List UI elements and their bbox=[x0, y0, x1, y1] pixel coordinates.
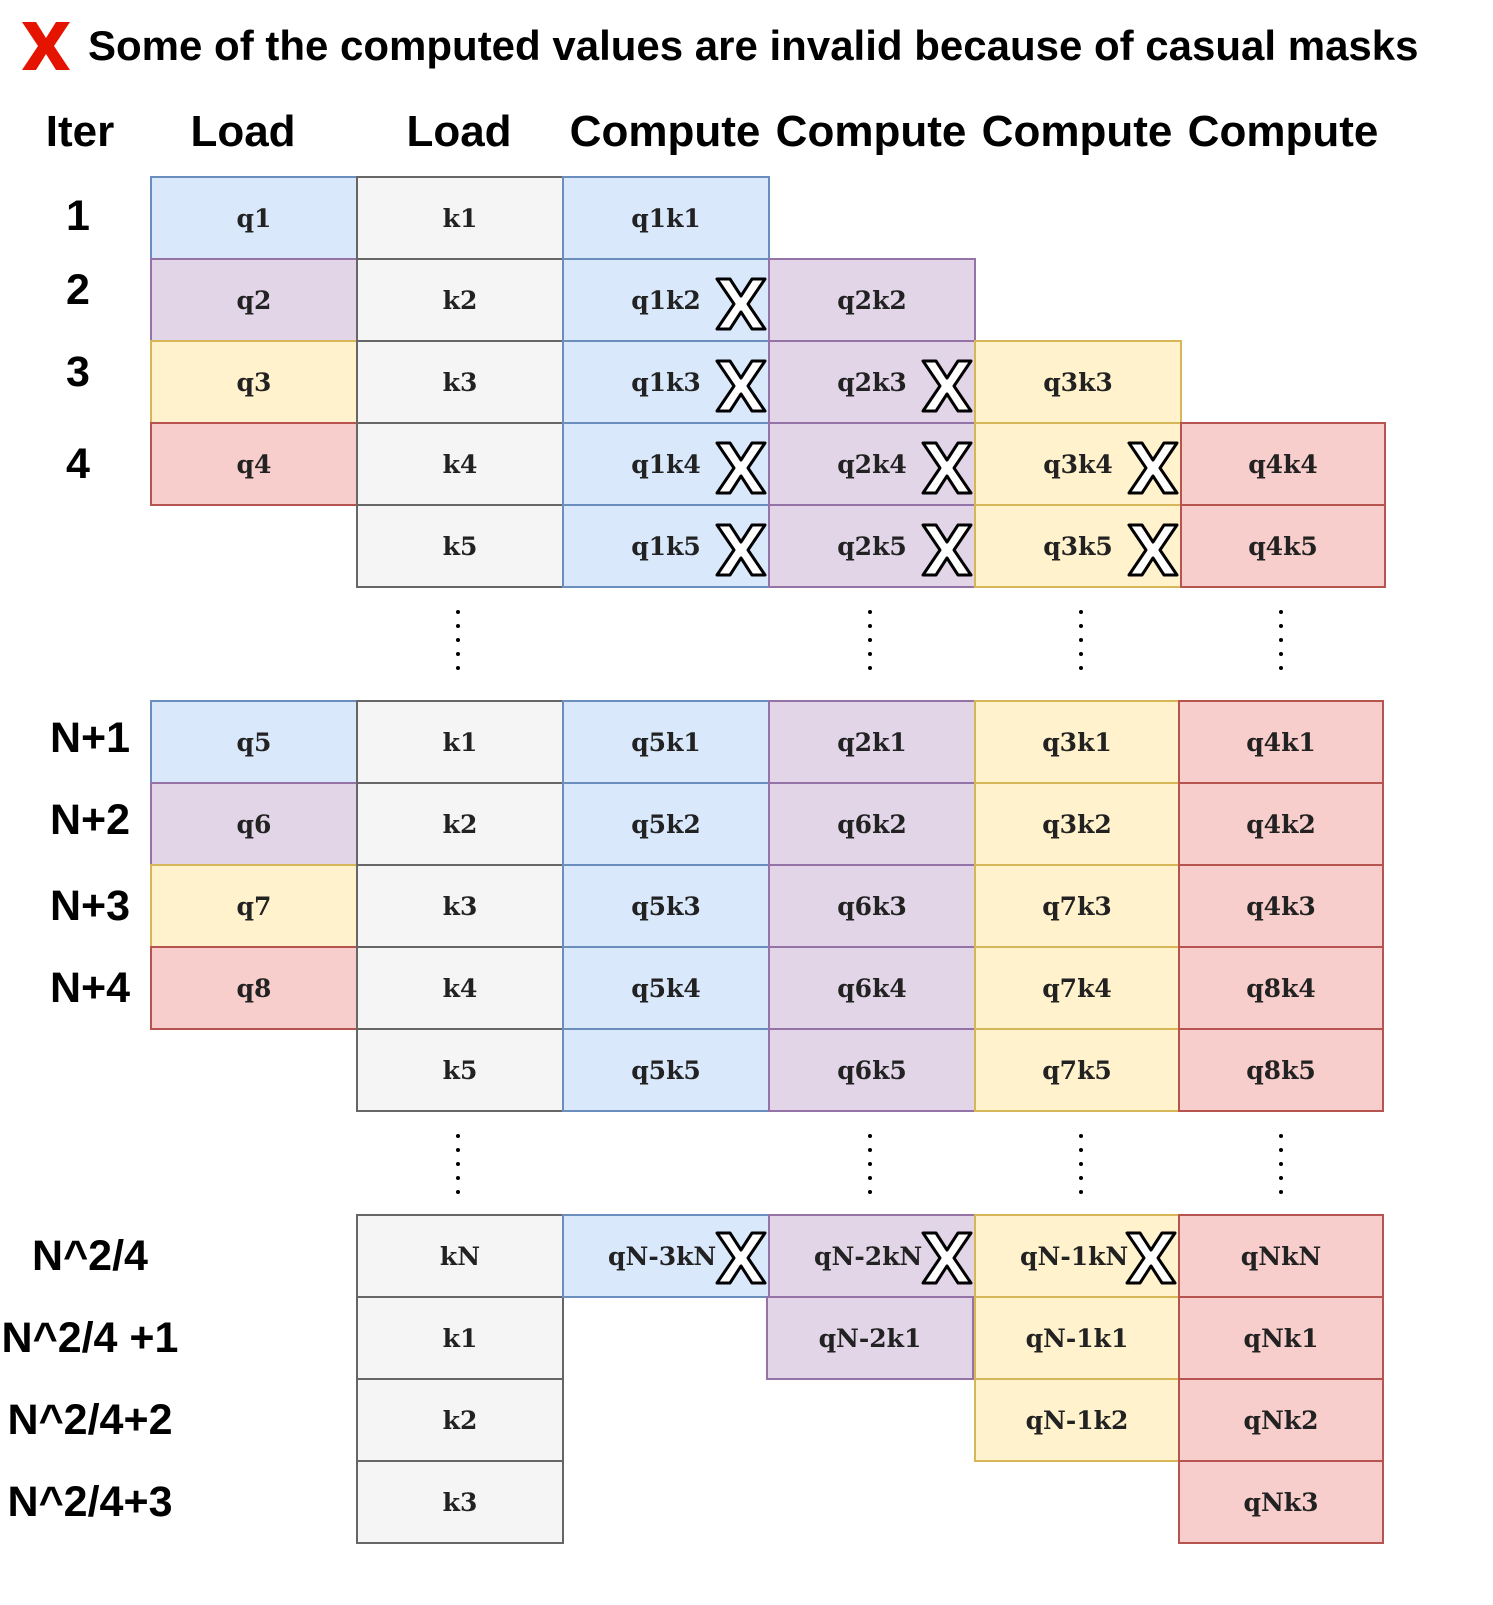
legend: Some of the computed values are invalid … bbox=[18, 18, 1419, 74]
iter-label: 2 bbox=[66, 266, 90, 314]
compute-cell: q5k3 bbox=[562, 864, 770, 948]
k-cell: k2 bbox=[356, 782, 564, 866]
iter-label: 1 bbox=[66, 192, 90, 240]
iter-label: N^2/4 bbox=[32, 1232, 148, 1280]
compute-cell: q6k3 bbox=[768, 864, 976, 948]
compute-cell: q3k1 bbox=[974, 700, 1180, 784]
compute-cell: qNkN bbox=[1178, 1214, 1384, 1298]
ellipsis-dots bbox=[1078, 1134, 1084, 1204]
k-cell: k2 bbox=[356, 258, 564, 342]
ellipsis-dots bbox=[1278, 610, 1284, 680]
q-cell: q2 bbox=[150, 258, 358, 342]
compute-cell: q6k2 bbox=[768, 782, 976, 866]
ellipsis-dots bbox=[455, 610, 461, 680]
invalid-x-icon bbox=[715, 523, 767, 577]
q-cell: q3 bbox=[150, 340, 358, 424]
compute-cell: q2k3 bbox=[768, 340, 976, 424]
compute-cell: qNk2 bbox=[1178, 1378, 1384, 1462]
q-cell: q1 bbox=[150, 176, 358, 260]
invalid-x-icon bbox=[715, 1231, 767, 1285]
compute-cell: q2k2 bbox=[768, 258, 976, 342]
compute-cell: qN-2k1 bbox=[766, 1296, 974, 1380]
k-cell: kN bbox=[356, 1214, 564, 1298]
compute-cell: q1k4 bbox=[562, 422, 770, 506]
k-cell: k4 bbox=[356, 422, 564, 506]
compute-cell: q6k5 bbox=[768, 1028, 976, 1112]
compute-cell: qN-1k2 bbox=[974, 1378, 1180, 1462]
compute-cell: q2k1 bbox=[768, 700, 976, 784]
compute-cell: q5k5 bbox=[562, 1028, 770, 1112]
k-cell: k4 bbox=[356, 946, 564, 1030]
k-cell: k2 bbox=[356, 1378, 564, 1462]
iter-label: N+2 bbox=[49, 796, 131, 844]
invalid-x-icon bbox=[1127, 523, 1179, 577]
ellipsis-dots bbox=[1278, 1134, 1284, 1204]
compute-cell: qNk3 bbox=[1178, 1460, 1384, 1544]
header-load-q: Load bbox=[190, 107, 296, 156]
invalid-x-icon bbox=[715, 277, 767, 331]
compute-cell: q3k2 bbox=[974, 782, 1180, 866]
invalid-x-icon bbox=[1125, 1231, 1177, 1285]
k-cell: k3 bbox=[356, 1460, 564, 1544]
header-compute-2: Compute bbox=[775, 107, 967, 156]
iter-label: N+3 bbox=[49, 882, 131, 930]
header-load-k: Load bbox=[406, 107, 512, 156]
iter-label: N^2/4+3 bbox=[7, 1478, 173, 1526]
q-cell: q7 bbox=[150, 864, 358, 948]
iter-label: N+4 bbox=[49, 964, 131, 1012]
header-iter: Iter bbox=[45, 107, 115, 156]
compute-cell: q8k5 bbox=[1178, 1028, 1384, 1112]
compute-cell: q4k4 bbox=[1180, 422, 1386, 506]
ellipsis-dots bbox=[867, 1134, 873, 1204]
q-cell: q5 bbox=[150, 700, 358, 784]
ellipsis-dots bbox=[867, 610, 873, 680]
invalid-x-icon bbox=[921, 441, 973, 495]
invalid-x-icon bbox=[921, 1231, 973, 1285]
header-compute-1: Compute bbox=[569, 107, 761, 156]
compute-cell: q8k4 bbox=[1178, 946, 1384, 1030]
compute-cell: q4k5 bbox=[1180, 504, 1386, 588]
iter-label: 3 bbox=[66, 348, 90, 396]
k-cell: k1 bbox=[356, 176, 564, 260]
invalid-x-icon bbox=[921, 359, 973, 413]
compute-cell: qN-1k1 bbox=[974, 1296, 1180, 1380]
iter-label: N^2/4 +1 bbox=[1, 1314, 179, 1362]
compute-cell: q4k2 bbox=[1178, 782, 1384, 866]
iter-label: 4 bbox=[66, 440, 90, 488]
compute-cell: q5k4 bbox=[562, 946, 770, 1030]
invalid-x-icon bbox=[715, 441, 767, 495]
k-cell: k1 bbox=[356, 1296, 564, 1380]
invalid-x-icon bbox=[1127, 441, 1179, 495]
k-cell: k1 bbox=[356, 700, 564, 784]
compute-cell: q1k1 bbox=[562, 176, 770, 260]
compute-cell: q4k1 bbox=[1178, 700, 1384, 784]
compute-cell: q6k4 bbox=[768, 946, 976, 1030]
ellipsis-dots bbox=[455, 1134, 461, 1204]
invalid-x-icon bbox=[921, 523, 973, 577]
compute-cell: q7k3 bbox=[974, 864, 1180, 948]
compute-cell: q3k3 bbox=[974, 340, 1182, 424]
invalid-x-icon bbox=[715, 359, 767, 413]
iter-label: N+1 bbox=[49, 714, 131, 762]
header-compute-3: Compute bbox=[981, 107, 1173, 156]
compute-cell: qNk1 bbox=[1178, 1296, 1384, 1380]
legend-text: Some of the computed values are invalid … bbox=[88, 22, 1419, 69]
header-compute-4: Compute bbox=[1187, 107, 1379, 156]
red-x-icon bbox=[22, 22, 70, 70]
compute-cell: q5k1 bbox=[562, 700, 770, 784]
q-cell: q6 bbox=[150, 782, 358, 866]
ellipsis-dots bbox=[1078, 610, 1084, 680]
compute-cell: q7k5 bbox=[974, 1028, 1180, 1112]
k-cell: k5 bbox=[356, 1028, 564, 1112]
k-cell: k3 bbox=[356, 864, 564, 948]
k-cell: k5 bbox=[356, 504, 564, 588]
compute-cell: q5k2 bbox=[562, 782, 770, 866]
compute-cell: q4k3 bbox=[1178, 864, 1384, 948]
q-cell: q8 bbox=[150, 946, 358, 1030]
compute-cell: q7k4 bbox=[974, 946, 1180, 1030]
iter-label: N^2/4+2 bbox=[7, 1396, 173, 1444]
k-cell: k3 bbox=[356, 340, 564, 424]
q-cell: q4 bbox=[150, 422, 358, 506]
